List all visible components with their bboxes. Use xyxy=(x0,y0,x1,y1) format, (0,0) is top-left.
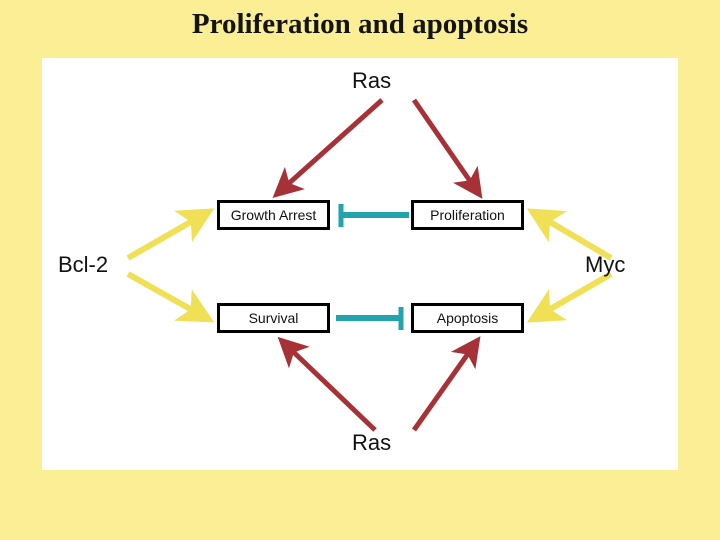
node-apoptosis[interactable]: Apoptosis xyxy=(411,303,524,333)
node-apoptosis-label: Apoptosis xyxy=(436,310,499,326)
node-growth-arrest[interactable]: Growth Arrest xyxy=(217,200,330,230)
edge-ras-top-to-proliferation xyxy=(411,98,483,199)
node-ras-bottom: Ras xyxy=(352,430,392,455)
edge-bcl2-to-growth-arrest xyxy=(126,208,215,261)
edge-ras-top-to-growth-arrest xyxy=(272,98,384,199)
node-proliferation-label: Proliferation xyxy=(430,207,505,223)
edge-myc-to-apoptosis xyxy=(526,271,613,323)
node-myc: Myc xyxy=(585,252,626,277)
node-survival-label: Survival xyxy=(248,310,299,326)
node-ras-top: Ras xyxy=(352,68,392,93)
pathway-graphics xyxy=(126,98,613,432)
node-proliferation[interactable]: Proliferation xyxy=(411,200,524,230)
edge-myc-to-proliferation xyxy=(526,208,613,261)
diagram-panel: Growth Arrest Proliferation Survival Apo… xyxy=(42,58,678,470)
page-title: Proliferation and apoptosis xyxy=(191,8,529,40)
edge-bcl2-to-survival xyxy=(126,271,215,323)
node-growth-arrest-label: Growth Arrest xyxy=(230,207,317,223)
edge-survival-inhibits-apoptosis xyxy=(336,307,404,330)
edge-ras-bottom-to-survival xyxy=(277,336,377,432)
edge-ras-bottom-to-apoptosis xyxy=(411,336,481,432)
edge-proliferation-inhibits-growth-arrest xyxy=(338,204,409,227)
node-survival[interactable]: Survival xyxy=(217,303,330,333)
node-bcl-2: Bcl-2 xyxy=(58,252,109,277)
